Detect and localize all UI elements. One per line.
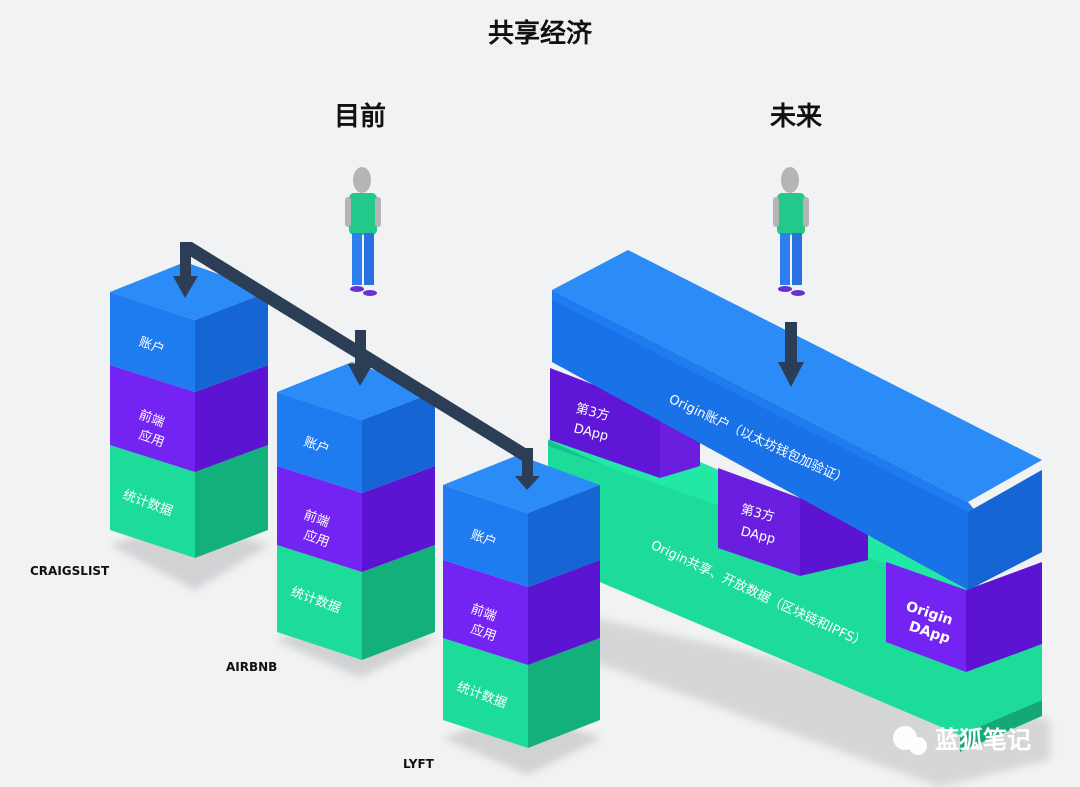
section-current-heading: 目前 (334, 101, 386, 132)
lyft-label: LYFT (403, 757, 435, 771)
arrow-head-craigslist (173, 276, 198, 298)
craigslist-label: CRAIGSLIST (30, 564, 110, 578)
current-arrows (173, 242, 540, 490)
future-account-top (552, 250, 1042, 502)
arrow-head-lyft (515, 476, 540, 490)
future-account-layer: Origin账户（以太坊钱包加验证） (552, 250, 1042, 590)
watermark-text: 蓝狐笔记 (935, 726, 1031, 754)
watermark: 蓝狐笔记 (893, 726, 1031, 755)
future-shadow (560, 610, 1050, 787)
arrow-head-airbnb (348, 364, 373, 386)
section-future-heading: 未来 (770, 102, 823, 132)
future-arrow (778, 322, 804, 387)
dapp-block-3: Origin DApp (886, 562, 1042, 672)
stack-lyft: 统计数据 前端 应用 账户 LYFT (403, 455, 602, 775)
future-person-icon (773, 167, 809, 296)
current-person-icon (345, 167, 381, 296)
diagram-title: 共享经济 (488, 18, 593, 49)
stack-craigslist: 统计数据 前端 应用 账户 CRAIGSLIST (30, 262, 270, 590)
airbnb-label: AIRBNB (226, 660, 277, 674)
future-stack: Origin共享、开放数据（区块链和IPFS） 第3方 DApp 第3方 DAp… (548, 167, 1050, 787)
stack-airbnb: 统计数据 前端 应用 账户 AIRBNB (226, 362, 435, 678)
